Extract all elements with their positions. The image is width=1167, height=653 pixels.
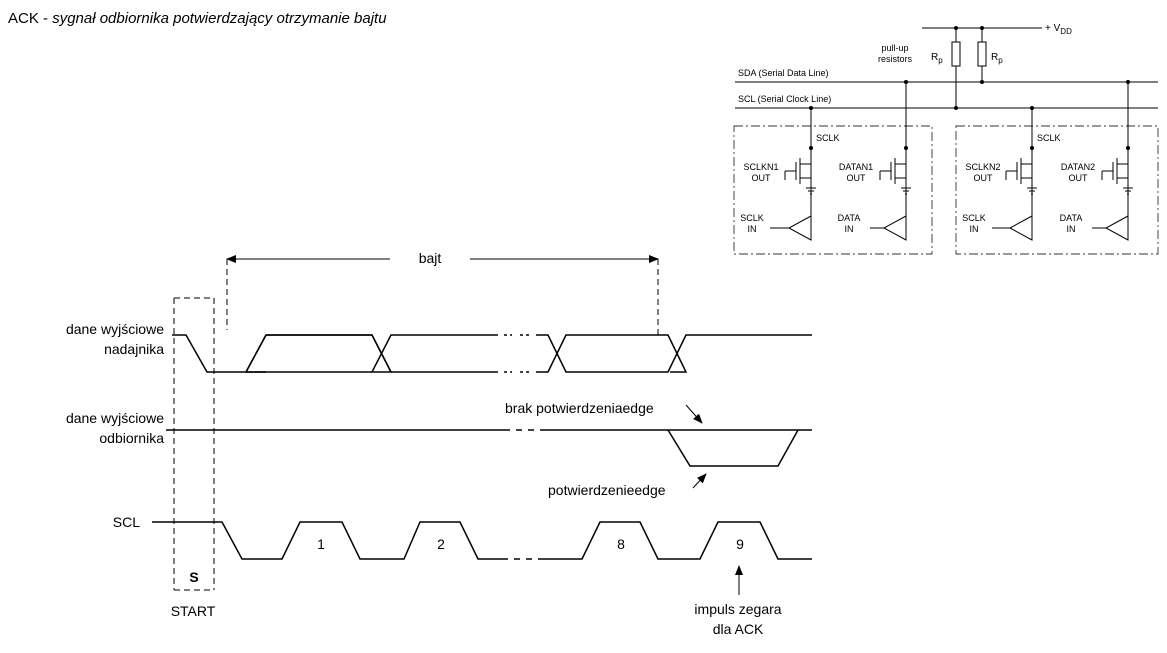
transmitter-label-line1: dane wyjściowe — [66, 321, 164, 337]
ack-clock-label-line2: dla ACK — [713, 621, 764, 637]
pullup-resistor-1: Rp — [931, 26, 961, 110]
start-symbol: S — [189, 569, 198, 585]
svg-text:Rp: Rp — [991, 52, 1003, 65]
svg-text:DATA: DATA — [1060, 213, 1083, 223]
svg-text:SCLK: SCLK — [740, 213, 764, 223]
byte-arrow: bajt — [226, 250, 659, 335]
pulse-number-1: 1 — [317, 536, 325, 552]
no-ack-label: brak potwierdzeniaedge — [505, 400, 654, 416]
pullup-label-line1: pull-up — [881, 43, 908, 53]
svg-text:OUT: OUT — [1069, 173, 1089, 183]
page-title: ACK - sygnał odbiornika potwierdzający o… — [8, 10, 387, 27]
svg-text:SCLK: SCLK — [1037, 133, 1061, 143]
pulse-number-9: 9 — [736, 536, 744, 552]
svg-text:OUT: OUT — [974, 173, 994, 183]
pulse-number-2: 2 — [437, 536, 445, 552]
pullup-label-line2: resistors — [878, 54, 913, 64]
receiver-waveform: dane wyjściowe odbiornika brak potwierdz… — [66, 400, 812, 498]
receiver-label-line1: dane wyjściowe — [66, 410, 164, 426]
svg-text:Rp: Rp — [931, 52, 943, 65]
svg-text:DATAN2: DATAN2 — [1061, 162, 1095, 172]
scl-waveform: SCL 1 2 8 9 impuls zegara dla ACK — [113, 514, 812, 637]
title-italic: sygnał odbiornika potwierdzający otrzyma… — [52, 10, 387, 27]
scl-label: SCL — [113, 514, 140, 530]
svg-text:SCLKN2: SCLKN2 — [965, 162, 1000, 172]
pulse-number-8: 8 — [617, 536, 625, 552]
start-label: START — [171, 603, 216, 619]
svg-text:SCLKN1: SCLKN1 — [743, 162, 778, 172]
svg-text:OUT: OUT — [752, 173, 772, 183]
transmitter-label-line2: nadajnika — [104, 341, 164, 357]
start-condition-box: S START — [171, 297, 216, 619]
ack-clock-label-line1: impuls zegara — [694, 601, 781, 617]
transmitter-waveform: dane wyjściowe nadajnika — [66, 321, 812, 373]
svg-text:IN: IN — [748, 224, 757, 234]
svg-text:DATAN1: DATAN1 — [839, 162, 873, 172]
pullup-resistor-2: Rp — [977, 26, 1003, 84]
receiver-label-line2: odbiornika — [99, 430, 164, 446]
title-prefix: ACK - — [8, 10, 53, 27]
device-1: SCLK SCLKN1 OUT SCLK IN DATAN1 OUT DATA — [733, 80, 933, 255]
vdd-label: + VDD — [1045, 23, 1072, 36]
byte-label: bajt — [419, 250, 442, 266]
ack-label: potwierdzenieedge — [548, 482, 666, 498]
svg-text:IN: IN — [845, 224, 854, 234]
device-2: SCLK SCLKN2 OUT SCLK IN DATAN2 OUT DATA … — [955, 80, 1159, 255]
i2c-bus-circuit: + VDD pull-up resistors Rp Rp SDA (Seria… — [733, 23, 1159, 255]
svg-text:DATA: DATA — [838, 213, 861, 223]
svg-text:IN: IN — [970, 224, 979, 234]
svg-text:SCLK: SCLK — [962, 213, 986, 223]
svg-text:OUT: OUT — [847, 173, 867, 183]
timing-diagram: bajt S START dane wyjściowe nadajnika — [66, 250, 812, 637]
sda-line-label: SDA (Serial Data Line) — [738, 68, 829, 78]
svg-text:SCLK: SCLK — [816, 133, 840, 143]
svg-text:IN: IN — [1067, 224, 1076, 234]
scl-line-label: SCL (Serial Clock Line) — [738, 94, 831, 104]
